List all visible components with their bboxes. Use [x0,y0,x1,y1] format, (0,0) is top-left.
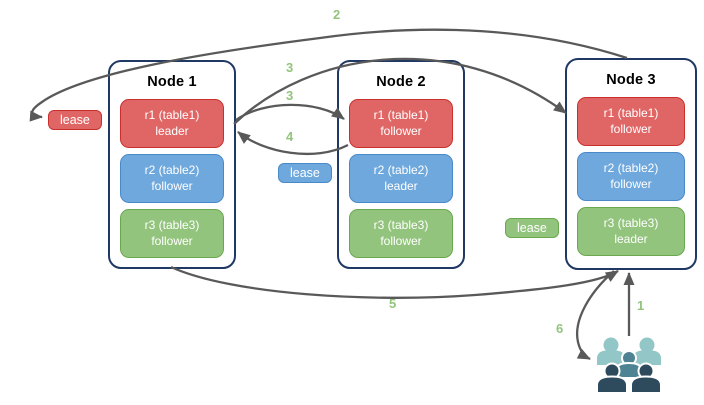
replica-r3-node2: r3 (table3) follower [349,209,453,258]
replica-r2-node2: r2 (table2) leader [349,154,453,203]
replica-name: r2 (table2) [603,160,659,175]
edge-step5 [170,265,619,299]
step-label-2: 2 [333,7,341,22]
step-label-3a: 3 [286,60,294,75]
node-2: Node 2 r1 (table1) follower r2 (table2) … [337,60,465,269]
person-icon [621,350,637,366]
replica-name: r2 (table2) [144,162,200,177]
lease-badge-table1: lease [48,110,102,130]
person-icon [637,362,655,380]
person-icon [603,362,621,380]
lease-badge-table2: lease [278,163,332,183]
replica-role: leader [614,231,648,246]
replica-role: follower [151,178,193,193]
person-icon [633,350,661,365]
replica-r1-node3: r1 (table1) follower [577,97,685,146]
replica-r2-node3: r2 (table2) follower [577,152,685,201]
replica-r1-node2: r1 (table1) follower [349,99,453,148]
replica-role: leader [155,123,189,138]
lease-badge-table3: lease [505,218,559,238]
users-group-icon [596,337,662,394]
node-1: Node 1 r1 (table1) leader r2 (table2) fo… [108,60,236,269]
node-title: Node 2 [376,74,426,90]
replica-r2-node1: r2 (table2) follower [120,154,224,203]
replica-name: r1 (table1) [144,107,200,122]
replica-r3-node3: r3 (table3) leader [577,207,685,256]
node-title: Node 1 [147,74,197,90]
edge-step3-to-node2 [235,103,345,121]
replica-role: follower [380,233,422,248]
replica-role: leader [384,178,418,193]
replica-role: follower [151,233,193,248]
replica-name: r3 (table3) [144,217,200,232]
person-icon [639,337,655,353]
step-label-4: 4 [286,129,294,144]
replica-name: r3 (table3) [373,217,429,232]
node-3: Node 3 r1 (table1) follower r2 (table2) … [565,58,697,270]
replica-name: r2 (table2) [373,162,429,177]
replica-role: follower [380,123,422,138]
replica-r1-node1: r1 (table1) leader [120,99,224,148]
step-label-5: 5 [389,296,397,311]
edge-step6 [575,270,615,361]
replica-r3-node1: r3 (table3) follower [120,209,224,258]
replica-role: follower [610,121,652,136]
replica-name: r1 (table1) [373,107,429,122]
person-icon [596,375,628,394]
person-icon [615,361,643,379]
person-icon [597,350,625,365]
person-icon [603,337,619,353]
step-label-6: 6 [556,321,564,336]
person-icon [630,375,662,394]
replica-name: r3 (table3) [603,215,659,230]
replica-name: r1 (table1) [603,105,659,120]
replica-role: follower [610,176,652,191]
node-title: Node 3 [606,72,656,88]
step-label-3b: 3 [286,88,294,103]
step-label-1: 1 [637,298,645,313]
